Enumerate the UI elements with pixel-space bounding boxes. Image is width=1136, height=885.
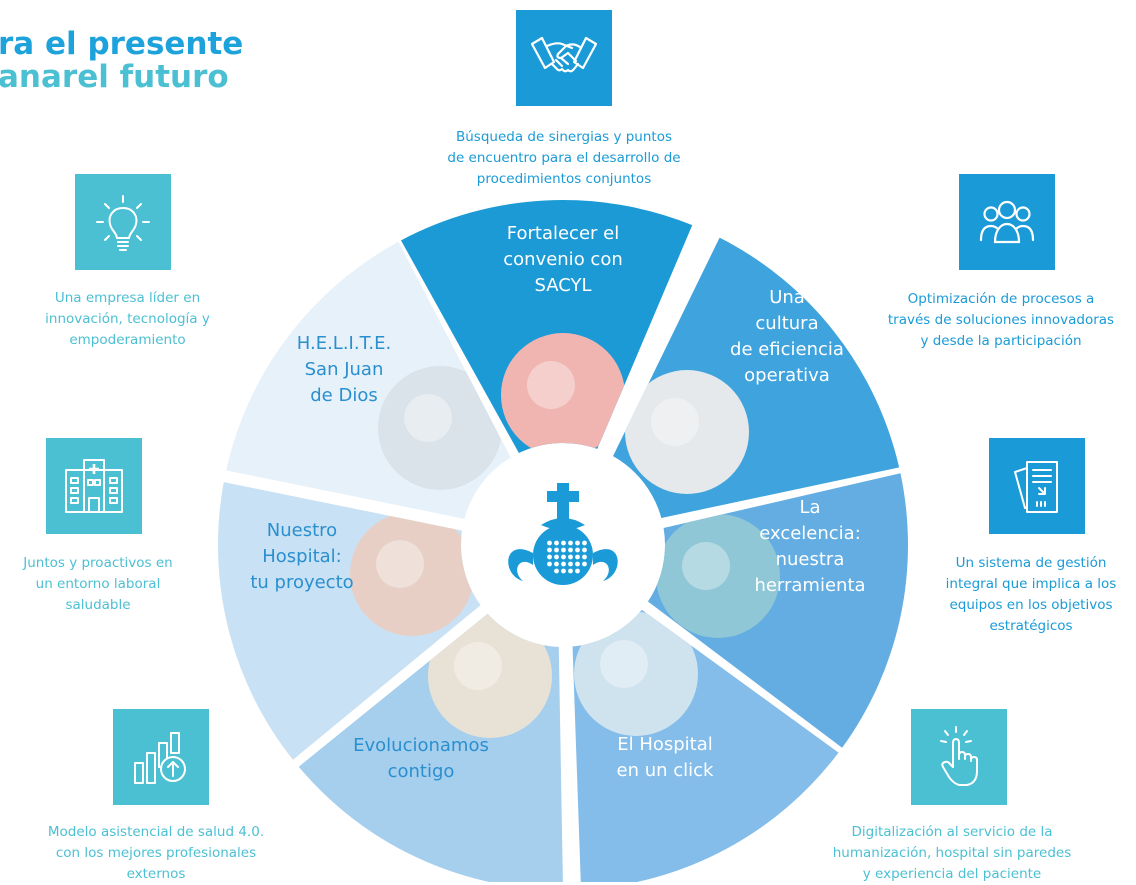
callout-hospital-caption: Juntos y proactivos en un entorno labora… [23, 555, 173, 613]
documents-icon-box [989, 438, 1085, 534]
callout-growth-caption: Modelo asistencial de salud 4.0. con los… [47, 824, 265, 882]
callout-documents-caption: Un sistema de gestión integral que impli… [945, 555, 1117, 634]
headline: ra el presente anarel futuro [0, 28, 243, 94]
sector-photo-lab-researcher [625, 370, 749, 494]
lightbulb-icon-box [75, 174, 171, 270]
hospital-building-icon-box [46, 438, 142, 534]
callout-people-caption: Optimización de procesos a través de sol… [887, 291, 1115, 349]
callout-touch-caption: Digitalización al servicio de la humaniz… [832, 824, 1072, 882]
documents-icon [1014, 461, 1058, 513]
growth-chart-icon [134, 732, 186, 784]
san-juan-de-dios-logo [508, 483, 618, 585]
lightbulb-icon [96, 195, 150, 251]
sector-photo-finger-touch-cross [350, 512, 474, 636]
headline-line-2: anarel futuro [0, 59, 229, 95]
people-group-icon-box [959, 174, 1055, 270]
handshake-icon-box [516, 10, 612, 106]
headline-line-1: ra el presente [0, 26, 244, 62]
touch-hand-icon-box [911, 709, 1007, 805]
handshake-icon [530, 36, 598, 73]
sector-photo-stethoscope [656, 514, 780, 638]
people-group-icon [979, 200, 1035, 244]
hospital-building-icon [65, 459, 123, 513]
sector-photo-doctor-tablet [574, 612, 698, 736]
sector-photo-surgeon-microscope [378, 366, 502, 490]
callout-lightbulb-caption: Una empresa líder en innovación, tecnolo… [45, 290, 210, 348]
sector-photo-holding-hands [428, 614, 552, 738]
callout-handshake-caption: Búsqueda de sinergias y puntos de encuen… [447, 129, 681, 187]
sector-photo-heart-in-hands [501, 333, 625, 454]
touch-hand-icon [940, 726, 978, 786]
growth-chart-icon-box [113, 709, 209, 805]
